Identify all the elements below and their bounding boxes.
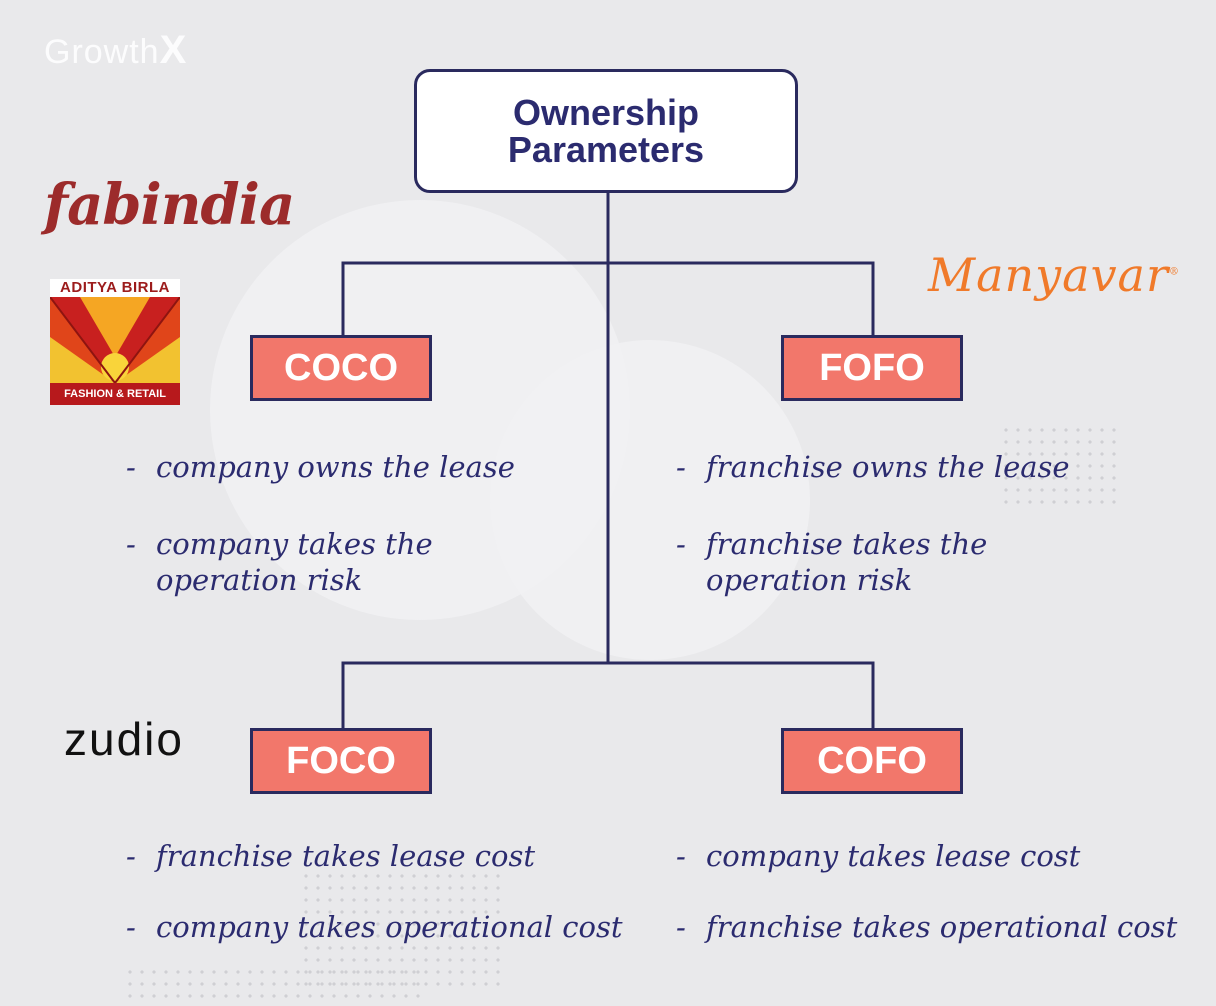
coco-point-text: company takes the [156,527,433,561]
growthx-watermark: GrowthX [44,28,187,73]
aditya-birla-logo: ADITYA BIRLA FASHION & RETAIL [50,279,180,405]
cofo-node: COFO [781,728,963,794]
manyavar-logo-text: Manyavar [928,248,1169,302]
coco-point: -company owns the lease [126,450,515,484]
cofo-point-text: franchise takes operational cost [706,910,1178,944]
background-dots [1000,424,1124,512]
diagram-title: Ownership Parameters [507,92,705,170]
cofo-point: -company takes lease cost [676,839,1081,873]
upper-branch-line [341,261,875,336]
coco-point-text: operation risk [156,563,363,597]
fabindia-logo: fabindia [44,172,295,238]
fofo-node: FOFO [781,335,963,401]
cofo-point: -franchise takes operational cost [676,910,1178,944]
watermark-text: Growth [44,33,160,71]
coco-point-text: company owns the lease [156,450,515,484]
watermark-x-mark: X [159,28,188,72]
manyavar-registered-mark: ® [1168,266,1180,278]
foco-point-text: franchise takes lease cost [156,839,536,873]
cofo-point-text: company takes lease cost [706,839,1081,873]
background-dots [124,966,424,1006]
fofo-point-text: franchise takes the [706,527,988,561]
aditya-birla-logo-top-text: ADITYA BIRLA [60,279,170,296]
fofo-point: -franchise takes the operation risk [676,527,988,597]
coco-node: COCO [250,335,432,401]
foco-point: -franchise takes lease cost [126,839,536,873]
fofo-point-text: operation risk [706,563,913,597]
fofo-point: -franchise owns the lease [676,450,1070,484]
fofo-point-text: franchise owns the lease [706,450,1070,484]
background-blob [490,340,810,660]
ownership-parameters-title-box: Ownership Parameters [414,69,798,193]
foco-node: FOCO [250,728,432,794]
aditya-birla-emblem-icon [50,297,180,383]
foco-point-text: company takes operational cost [156,910,623,944]
zudio-logo: zudio [64,713,184,765]
lower-branch-line [341,661,875,728]
aditya-birla-logo-bottom-text: FASHION & RETAIL [50,383,180,405]
coco-point: -company takes the operation risk [126,527,433,597]
manyavar-logo: Manyavar® [928,248,1180,302]
foco-point: -company takes operational cost [126,910,623,944]
